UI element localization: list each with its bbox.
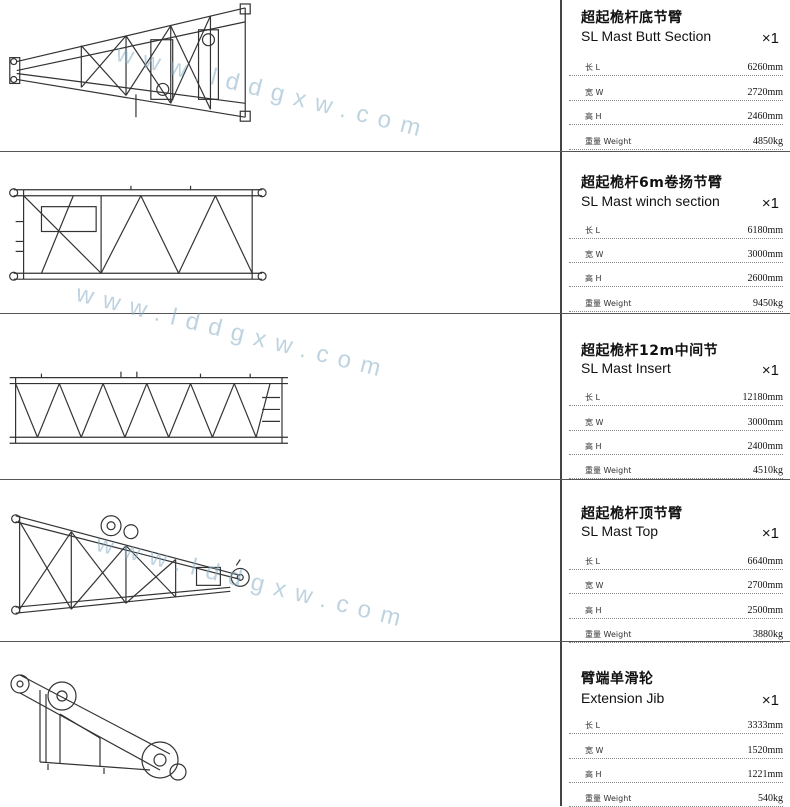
item-title-cn: 超起桅杆12m中间节	[581, 343, 719, 359]
spec-line-height: 高 H 2500mm	[569, 594, 783, 619]
spec-line-weight: 重量 Weight 4850kg	[569, 125, 783, 150]
spec-value: 2460mm	[747, 111, 783, 122]
spec-label: 长 L	[585, 63, 600, 72]
spec-line-weight: 重量 Weight 3880kg	[569, 618, 783, 643]
item-title-cn: 超起桅杆底节臂	[581, 10, 683, 26]
item-row-mast-insert: 超起桅杆12m中间节 SL Mast Insert ×1 长 L 12180mm…	[0, 314, 790, 480]
spec-value: 9450kg	[753, 298, 783, 309]
spec-label: 长 L	[585, 721, 600, 730]
spec-value: 1520mm	[747, 745, 783, 756]
item-row-mast-top: 超起桅杆顶节臂 SL Mast Top ×1 长 L 6640mm 宽 W 27…	[0, 480, 790, 643]
item-title-cn: 超起桅杆6m卷扬节臂	[581, 175, 723, 191]
spec-panel-extension-jib: 臂端单滑轮 Extension Jib ×1 长 L 3333mm 宽 W 15…	[565, 642, 785, 807]
spec-line-length: 长 L 12180mm	[569, 381, 783, 406]
column-divider	[560, 0, 562, 806]
spec-label: 高 H	[585, 274, 602, 283]
item-quantity: ×1	[761, 195, 779, 212]
item-row-winch-section: 超起桅杆6m卷扬节臂 SL Mast winch section ×1 长 L …	[0, 152, 790, 314]
spec-value: 4850kg	[753, 136, 783, 147]
spec-value: 6180mm	[747, 225, 783, 236]
spec-line-weight: 重量 Weight 540kg	[569, 782, 783, 807]
drawing-extension-jib	[0, 642, 560, 806]
spec-line-height: 高 H 1221mm	[569, 758, 783, 783]
item-title-en: SL Mast Insert	[581, 360, 671, 376]
spec-value: 2500mm	[747, 605, 783, 616]
spec-value: 3333mm	[747, 720, 783, 731]
spec-label: 宽 W	[585, 250, 604, 259]
spec-line-width: 宽 W 3000mm	[569, 238, 783, 263]
spec-panel-mast-top: 超起桅杆顶节臂 SL Mast Top ×1 长 L 6640mm 宽 W 27…	[565, 480, 785, 643]
item-row-butt-section: 超起桅杆底节臂 SL Mast Butt Section ×1 长 L 6260…	[0, 0, 790, 152]
extension-jib-drawing-svg	[10, 674, 187, 781]
item-title-en: SL Mast Top	[581, 523, 659, 539]
mast-insert-drawing-svg	[9, 371, 288, 444]
spec-panel-butt-section: 超起桅杆底节臂 SL Mast Butt Section ×1 长 L 6260…	[565, 0, 785, 151]
item-title-en: SL Mast Butt Section	[581, 28, 712, 44]
spec-line-width: 宽 W 3000mm	[569, 406, 783, 431]
mast-top-drawing-svg	[11, 514, 250, 615]
spec-line-width: 宽 W 2720mm	[569, 76, 783, 101]
spec-label: 长 L	[585, 226, 600, 235]
drawing-mast-top	[0, 480, 560, 641]
item-quantity: ×1	[761, 362, 779, 379]
item-quantity: ×1	[761, 525, 779, 542]
spec-label: 高 H	[585, 112, 602, 121]
spec-label: 高 H	[585, 606, 602, 615]
spec-line-width: 宽 W 1520mm	[569, 734, 783, 759]
item-title-en: Extension Jib	[581, 690, 665, 706]
spec-label: 重量 Weight	[585, 137, 632, 146]
spec-label: 高 H	[585, 442, 602, 451]
item-title-en: SL Mast winch section	[581, 193, 720, 209]
item-title-cn: 超起桅杆顶节臂	[581, 506, 683, 522]
spec-value: 6640mm	[747, 556, 783, 567]
spec-label: 宽 W	[585, 581, 604, 590]
spec-line-length: 长 L 6640mm	[569, 545, 783, 570]
spec-line-height: 高 H 2600mm	[569, 262, 783, 287]
butt-section-drawing-svg	[9, 3, 251, 122]
spec-label: 高 H	[585, 770, 602, 779]
spec-panel-mast-insert: 超起桅杆12m中间节 SL Mast Insert ×1 长 L 12180mm…	[565, 314, 785, 479]
spec-line-height: 高 H 2400mm	[569, 430, 783, 455]
spec-line-length: 长 L 6260mm	[569, 51, 783, 76]
spec-label: 长 L	[585, 393, 600, 402]
spec-value: 3000mm	[747, 417, 783, 428]
spec-line-height: 高 H 2460mm	[569, 100, 783, 125]
spec-line-length: 长 L 6180mm	[569, 214, 783, 239]
spec-value: 2400mm	[747, 441, 783, 452]
spec-label: 宽 W	[585, 746, 604, 755]
spec-value: 12180mm	[742, 392, 783, 403]
spec-line-width: 宽 W 2700mm	[569, 569, 783, 594]
spec-value: 2720mm	[747, 87, 783, 98]
spec-line-weight: 重量 Weight 9450kg	[569, 287, 783, 312]
spec-label: 长 L	[585, 557, 600, 566]
spec-label: 重量 Weight	[585, 466, 632, 475]
item-quantity: ×1	[761, 30, 779, 47]
item-row-extension-jib: 臂端单滑轮 Extension Jib ×1 长 L 3333mm 宽 W 15…	[0, 642, 790, 807]
spec-value: 2700mm	[747, 580, 783, 591]
spec-value: 2600mm	[747, 273, 783, 284]
item-title-cn: 臂端单滑轮	[581, 671, 654, 687]
spec-value: 1221mm	[747, 769, 783, 780]
winch-section-drawing-svg	[9, 185, 267, 281]
spec-line-weight: 重量 Weight 4510kg	[569, 454, 783, 479]
spec-value: 4510kg	[753, 465, 783, 476]
spec-label: 重量 Weight	[585, 794, 632, 803]
spec-label: 重量 Weight	[585, 299, 632, 308]
spec-value: 3000mm	[747, 249, 783, 260]
spec-value: 6260mm	[747, 62, 783, 73]
spec-line-length: 长 L 3333mm	[569, 709, 783, 734]
spec-label: 宽 W	[585, 88, 604, 97]
spec-label: 宽 W	[585, 418, 604, 427]
spec-label: 重量 Weight	[585, 630, 632, 639]
item-quantity: ×1	[761, 692, 779, 709]
drawing-mast-insert	[0, 314, 560, 479]
drawing-butt-section	[0, 0, 560, 151]
spec-value: 540kg	[758, 793, 783, 804]
spec-panel-winch-section: 超起桅杆6m卷扬节臂 SL Mast winch section ×1 长 L …	[565, 152, 785, 313]
spec-value: 3880kg	[753, 629, 783, 640]
drawing-winch-section	[0, 152, 560, 313]
